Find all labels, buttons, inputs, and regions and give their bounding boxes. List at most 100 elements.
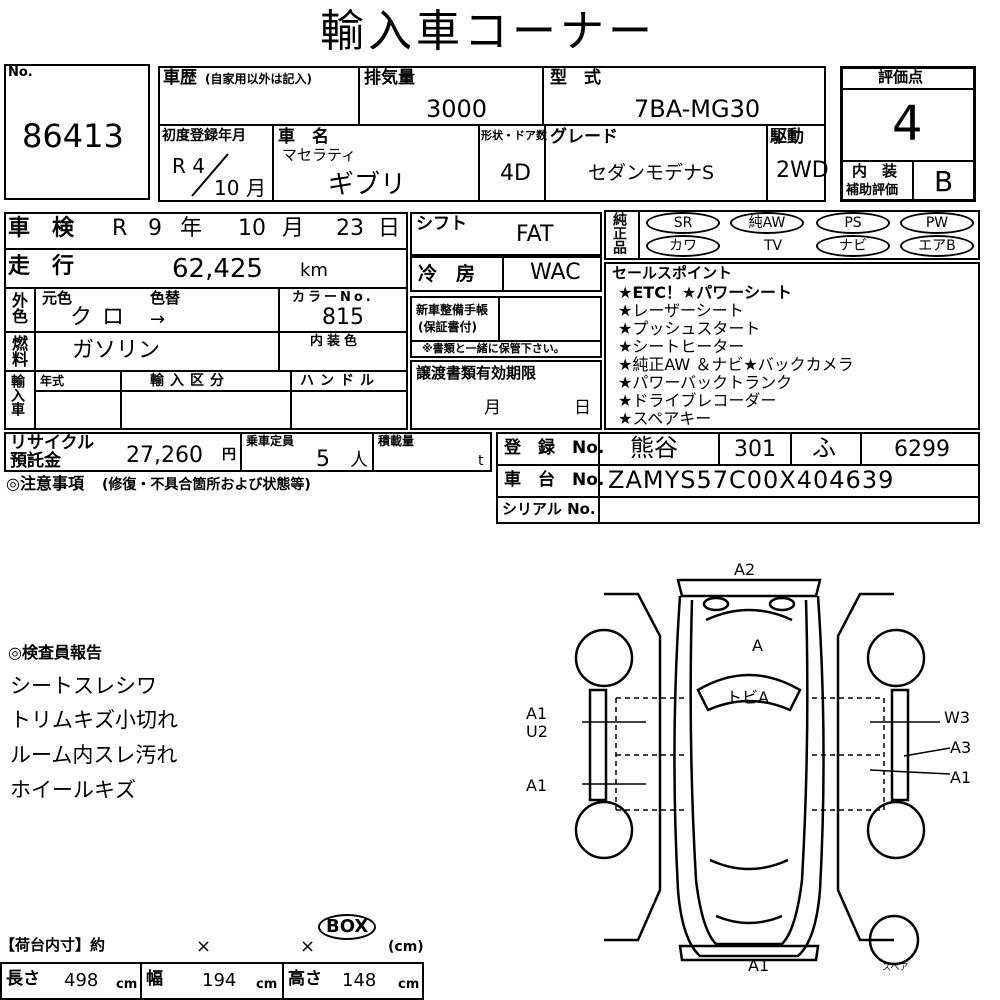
width-label: 幅 — [146, 969, 163, 989]
inspection-day-unit: 日 — [378, 216, 401, 241]
score-label: 評価点 — [878, 68, 924, 86]
cargo-x1: × — [196, 936, 212, 957]
inspection-label: 車 検 — [8, 216, 75, 241]
history-note: (自家用以外は記入) — [205, 72, 312, 86]
spare-label: スペア — [882, 963, 909, 973]
transfer-month-unit: 月 — [484, 398, 501, 418]
ac-box — [410, 256, 602, 292]
manual-note: ※書類と一緒に保管下さい。 — [422, 342, 565, 355]
sales-point-line: ★プッシュスタート — [618, 319, 761, 338]
displacement-value: 3000 — [426, 95, 488, 123]
recycle-unit: 円 — [222, 447, 236, 463]
color-code: 815 — [322, 305, 364, 330]
color-code-label: カラーNo. — [292, 290, 374, 305]
interior-color-label: 内装色 — [310, 334, 362, 349]
equipment-box — [604, 210, 980, 260]
capacity-label: 乗車定員 — [246, 434, 295, 448]
height-value: 148 — [342, 970, 377, 991]
inspection-month: 10 — [238, 216, 266, 241]
load-label: 積載量 — [378, 434, 415, 448]
car-name-label: 車 名 — [278, 127, 329, 147]
registration-label: 登 録 No. — [504, 438, 605, 458]
doors-value: 4D — [500, 161, 531, 186]
import-type-label: 輸入区分 — [150, 373, 230, 389]
equip-ps: PS — [816, 212, 890, 234]
inspector-line: トリムキズ小切れ — [10, 708, 178, 732]
cargo-x2: × — [300, 936, 316, 957]
cargo-dims-box — [0, 962, 424, 1000]
sales-point-line: ★ドライブレコーダー — [618, 391, 777, 410]
transfer-day-unit: 日 — [574, 398, 591, 418]
sales-point-line: ★シートヒーター — [618, 337, 745, 356]
inspection-year-unit: 年 — [180, 216, 203, 241]
color-arrow: → — [150, 309, 166, 330]
inspection-year: 9 — [148, 216, 162, 241]
reg-number: 6299 — [894, 437, 950, 462]
shift-value: FAT — [516, 222, 554, 247]
capacity-value: 5 — [316, 447, 330, 472]
height-label: 高さ — [288, 969, 322, 989]
sales-point-line: ★スペアキー — [618, 409, 712, 428]
load-unit: t — [478, 453, 484, 469]
equip-aw: 純AW — [730, 212, 804, 234]
width-unit: cm — [256, 977, 278, 992]
score-box — [840, 66, 976, 202]
ac-label: 冷 房 — [418, 263, 476, 285]
cargo-label: 【荷台内寸】約 — [0, 936, 106, 954]
lot-number: 86413 — [22, 117, 124, 155]
first-reg-slash — [191, 153, 229, 197]
displacement-label: 排気量 — [364, 68, 415, 88]
recycle-label-1: リサイクル — [10, 433, 95, 453]
color-side-label: 外色 — [9, 292, 28, 324]
chassis-label: 車 台 No. — [504, 470, 605, 490]
inspection-month-unit: 月 — [282, 216, 305, 241]
sales-points-label: セールスポイント — [612, 264, 733, 282]
import-year-label: 年式 — [40, 374, 65, 388]
capacity-unit: 人 — [350, 450, 368, 471]
history-label: 車歴 — [163, 68, 197, 88]
inspection-era: R — [112, 216, 128, 241]
mileage-unit: km — [300, 260, 328, 281]
change-color-label: 色替 — [150, 289, 181, 307]
model-label: 型 式 — [550, 68, 601, 88]
score-value: 4 — [892, 96, 923, 152]
equip-tv: TV — [764, 238, 783, 254]
inspection-day: 23 — [336, 216, 364, 241]
fuel-value: ガソリン — [72, 338, 161, 363]
diagram-mark-front: A2 — [734, 560, 756, 579]
orig-color-label: 元色 — [42, 289, 73, 307]
diagram-mark-left-3: A1 — [526, 776, 548, 795]
manual-label-2: (保証書付) — [418, 320, 477, 334]
first-reg-month-unit: 月 — [246, 176, 266, 200]
registration-box — [496, 432, 980, 524]
sales-point-line: ★レーザーシート — [618, 301, 744, 320]
page-title: 輸入車コーナー — [320, 6, 656, 57]
first-reg-label: 初度登録年月 — [162, 128, 246, 144]
recycle-value: 27,260 — [126, 443, 203, 468]
equip-sr: SR — [646, 212, 720, 234]
length-unit: cm — [116, 977, 138, 992]
box-label: BOX — [318, 914, 377, 940]
interior-sub: 補助評価 — [846, 183, 899, 198]
interior-score: B — [934, 165, 954, 198]
notes-label: ◎注意事項 — [6, 474, 84, 493]
sales-point-line: ★純正AW ＆ナビ★バックカメラ — [618, 355, 854, 374]
height-unit: cm — [398, 977, 420, 992]
doors-label: 形状・ドア数 — [481, 129, 547, 142]
diagram-mark-roof: トビA — [726, 688, 769, 707]
equip-airbag: エアB — [900, 235, 974, 257]
maker-name: マセラティ — [282, 146, 357, 164]
transfer-label: 譲渡書類有効期限 — [416, 364, 537, 382]
drive-value: 2WD — [776, 158, 829, 183]
diagram-mark-left-2: U2 — [526, 722, 548, 741]
first-reg-era: R 4 — [172, 154, 205, 178]
diagram-mark-left-1: A1 — [526, 704, 548, 723]
manual-label-1: 新車整備手帳 — [416, 303, 489, 317]
vehicle-info-box — [158, 66, 826, 202]
shift-box — [410, 212, 602, 256]
handle-label: ハンドル — [300, 373, 380, 389]
manual-box — [410, 296, 602, 358]
equip-leather: カワ — [646, 235, 720, 257]
sales-points-box — [604, 262, 980, 430]
shift-label: シフト — [416, 214, 467, 234]
